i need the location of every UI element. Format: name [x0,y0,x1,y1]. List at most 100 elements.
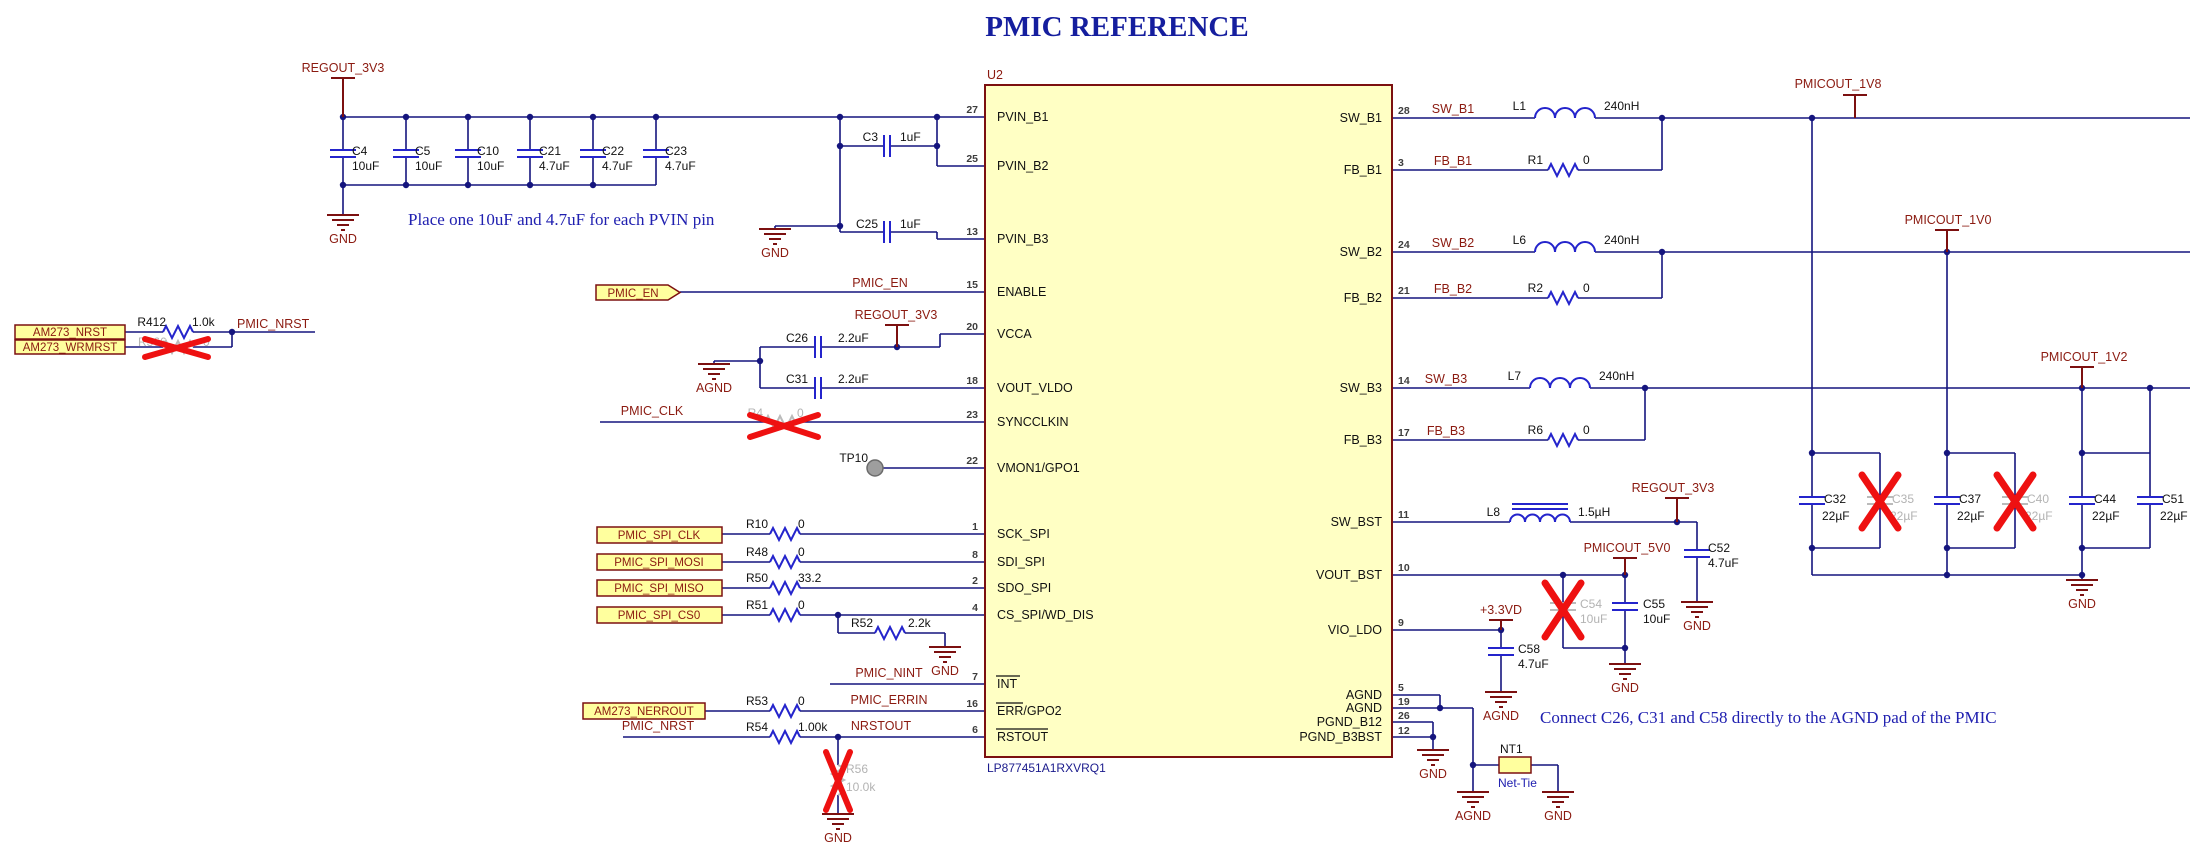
part-value: 240nH [1604,233,1639,247]
inductor-l8[interactable] [1509,503,1571,523]
svg-text:10: 10 [1398,562,1410,574]
part-ref: NT1 [1500,742,1523,756]
net-label-regout-3v3: REGOUT_3V3 [1632,481,1715,495]
svg-text:VIO_LDO: VIO_LDO [1328,623,1382,637]
part-ref: R53 [746,694,768,708]
part-ref: C55 [1643,597,1665,611]
part-ref: L8 [1487,505,1501,519]
dnp-x-c54 [1541,579,1585,641]
part-ref: C51 [2162,492,2184,506]
part-value: 4.7uF [1518,657,1549,671]
svg-text:VCCA: VCCA [997,327,1032,341]
svg-text:21: 21 [1398,285,1410,297]
part-ref: C26 [786,331,808,345]
svg-text:2: 2 [972,575,978,587]
net-label-pmic-nrst: PMIC_NRST [237,317,310,331]
svg-text:13: 13 [966,226,978,238]
part-value: 2.2uF [838,331,869,345]
port-pmic-spi-miso[interactable]: PMIC_SPI_MISO [596,579,723,597]
svg-text:28: 28 [1398,105,1410,117]
dnp-x-r56 [823,749,853,813]
part-ref: R56 [846,762,868,776]
bst-ldo-caps: C52 4.7uF C54 10uF C55 10uF C58 4.7uF [1487,541,1739,671]
part-value: 33.2 [798,571,822,585]
port-pmic-spi-cs0[interactable]: PMIC_SPI_CS0 [596,606,723,624]
port-label: PMIC_EN [607,288,658,300]
output-cap-bank: C32 22µF C35 22µF C37 22µF C40 22µF C44 … [1798,471,2188,532]
part-value: 240nH [1604,99,1639,113]
net-label-pmicout-1v8: PMICOUT_1V8 [1795,77,1882,91]
port-label: PMIC_SPI_CS0 [618,610,700,622]
svg-text:25: 25 [966,153,978,165]
svg-text:26: 26 [1398,710,1410,722]
net-label-fb-b1: FB_B1 [1434,154,1472,168]
part-ref: L7 [1508,369,1522,383]
svg-text:FB_B1: FB_B1 [1344,163,1382,177]
net-label-pmic-nint: PMIC_NINT [855,666,923,680]
chip-left-pin-numbers: 27 25 13 15 20 18 23 22 1 8 2 4 7 16 6 [966,104,978,736]
svg-text:5: 5 [1398,682,1404,694]
port-label: PMIC_SPI_MISO [614,583,704,595]
part-ref: R2 [1528,281,1544,295]
vcca-caps: C26 2.2uF C31 2.2uF [786,331,869,400]
part-value: 10uF [352,159,379,173]
page-title: PMIC REFERENCE [985,11,1248,43]
part-value: 22µF [2025,509,2053,523]
part-ref: C5 [415,144,431,158]
part-ref: R10 [746,517,768,531]
svg-text:15: 15 [966,279,978,291]
net-label-pmicout-5v0: PMICOUT_5V0 [1584,541,1671,555]
part-ref: C4 [352,144,368,158]
gnd-label: GND [1419,767,1447,781]
port-pmic-spi-clk[interactable]: PMIC_SPI_CLK [596,526,723,544]
part-ref: C35 [1892,492,1914,506]
svg-text:FB_B2: FB_B2 [1344,291,1382,305]
part-value: 0 [1583,423,1590,437]
port-am273-nrst[interactable]: AM273_NRST [14,324,126,340]
part-ref: C58 [1518,642,1540,656]
svg-text:AGND: AGND [1346,688,1382,702]
part-ref: C31 [786,372,808,386]
svg-text:18: 18 [966,375,978,387]
svg-text:SDO_SPI: SDO_SPI [997,581,1051,595]
port-am273-nerrout[interactable]: AM273_NERROUT [582,702,706,720]
series-resistors: R10 0 R48 0 R50 33.2 R51 0 R52 2.2k R53 … [746,517,932,813]
part-ref: C52 [1708,541,1730,555]
part-ref: R412 [137,315,166,329]
net-label-regout-3v3: REGOUT_3V3 [302,61,385,75]
svg-text:9: 9 [1398,617,1404,629]
net-tie-nt1[interactable]: NT1 Net-Tie [1498,742,1537,790]
svg-text:3: 3 [1398,157,1404,169]
port-label: AM273_NRST [33,327,107,339]
port-am273-wrmrst[interactable]: AM273_WRMRST [14,339,126,355]
chip-u2[interactable]: U2 LP877451A1RXVRQ1 27 25 13 15 20 18 23… [966,68,1410,775]
net-label-nrstout: NRSTOUT [851,719,912,733]
syncclk-resistor: R4 0 [747,406,821,440]
part-ref: C10 [477,144,499,158]
part-ref: TP10 [839,451,868,465]
part-ref: C44 [2094,492,2116,506]
svg-text:PVIN_B1: PVIN_B1 [997,110,1048,124]
chip-part-number: LP877451A1RXVRQ1 [987,761,1106,775]
port-pmic-en[interactable]: PMIC_EN [595,284,682,301]
svg-text:PGND_B3BST: PGND_B3BST [1299,730,1382,744]
part-value: 0 [798,694,805,708]
svg-text:SW_BST: SW_BST [1331,515,1383,529]
part-value: 22µF [1890,509,1918,523]
chip-right-pin-numbers: 28 3 24 21 14 17 11 10 9 5 19 26 12 [1398,105,1410,737]
svg-text:16: 16 [966,698,978,710]
svg-text:1: 1 [972,521,978,533]
svg-text:SYNCCLKIN: SYNCCLKIN [997,415,1069,429]
part-value: 4.7uF [602,159,633,173]
net-label-sw-b1: SW_B1 [1432,102,1474,116]
svg-text:14: 14 [1398,375,1410,387]
gnd-label: GND [824,831,852,845]
svg-text:AGND: AGND [1346,701,1382,715]
net-label-pmicout-1v2: PMICOUT_1V2 [2041,350,2128,364]
test-point-tp10[interactable]: TP10 [839,451,884,477]
port-label: AM273_WRMRST [23,342,118,354]
port-pmic-spi-mosi[interactable]: PMIC_SPI_MOSI [596,553,723,571]
part-value: 0 [798,598,805,612]
svg-text:CS_SPI/WD_DIS: CS_SPI/WD_DIS [997,608,1094,622]
